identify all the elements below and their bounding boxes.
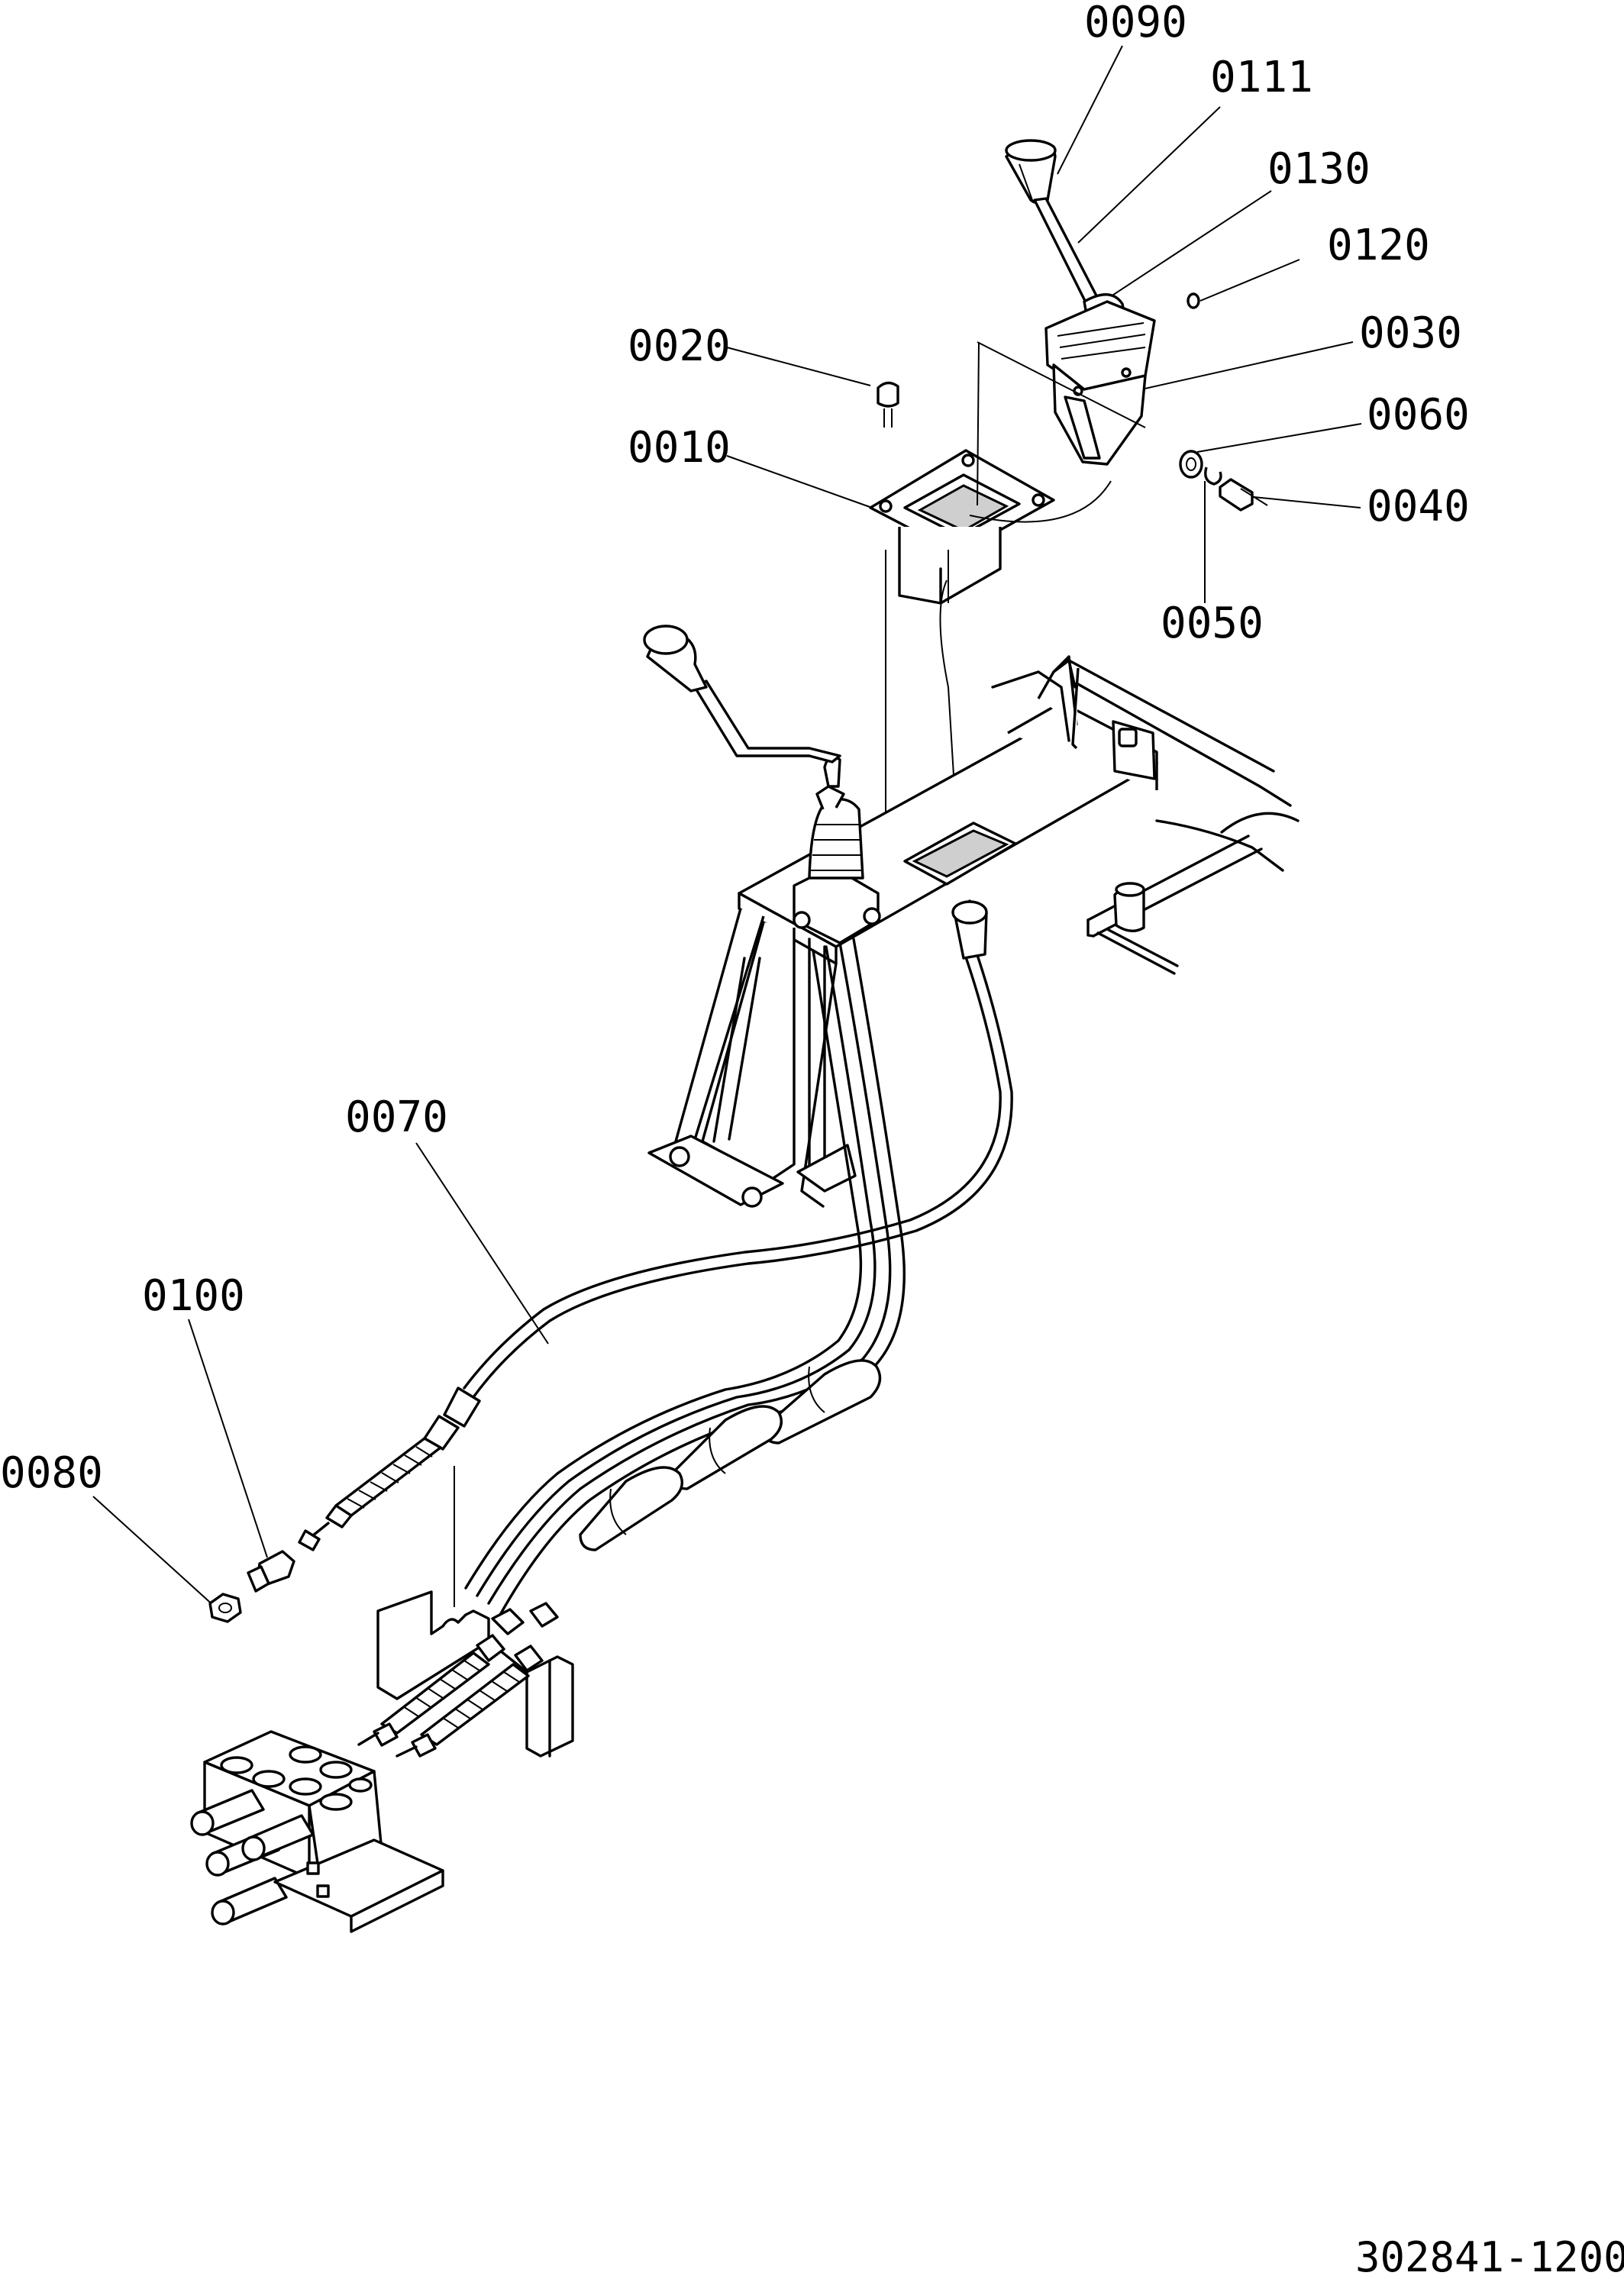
part-label-0030: 0030: [1359, 308, 1462, 358]
callout-0090: 0090: [1057, 0, 1187, 175]
cable-0070: [472, 949, 1013, 1399]
main-stand: [643, 625, 1300, 1208]
lever-rod: [1033, 197, 1101, 308]
callout-0070: 0070: [345, 1093, 549, 1344]
washer: [1179, 450, 1203, 479]
part-label-0100: 0100: [142, 1271, 245, 1321]
part-label-0130: 0130: [1267, 144, 1371, 194]
control-valve-block: [190, 1590, 574, 1933]
plug: [1187, 292, 1200, 309]
bellows-left: [380, 1651, 490, 1735]
callout-0060: 0060: [1196, 390, 1470, 453]
part-label-0040: 0040: [1367, 482, 1470, 531]
callout-0130: 0130: [1099, 144, 1371, 305]
spring-washer: [1204, 466, 1222, 486]
screw: [877, 381, 899, 408]
part-label-0060: 0060: [1367, 390, 1470, 440]
drawing-number: 302841-12000: [1355, 2233, 1624, 2279]
callout-0100: 0100: [142, 1271, 268, 1558]
part-label-0070: 0070: [345, 1093, 448, 1142]
part-label-0120: 0120: [1327, 221, 1430, 270]
exploded-lever-assembly: [869, 139, 1268, 851]
callout-0050: 0050: [1161, 481, 1264, 648]
callout-0020: 0020: [628, 321, 871, 386]
bellows-right: [420, 1663, 530, 1746]
bellows-0070: [334, 1437, 442, 1517]
callout-0111: 0111: [1077, 53, 1313, 244]
part-label-0010: 0010: [628, 423, 731, 473]
callout-0040: 0040: [1245, 482, 1470, 531]
callout-0080: 0080: [0, 1448, 216, 1608]
nut-0080: [208, 1593, 242, 1623]
part-label-0020: 0020: [628, 321, 731, 371]
part-label-0111: 0111: [1210, 53, 1313, 102]
part-label-0090: 0090: [1084, 0, 1187, 47]
callout-0120: 0120: [1199, 221, 1430, 302]
control-cables: [208, 899, 1013, 1623]
bolt: [1219, 478, 1254, 512]
callout-0030: 0030: [1141, 308, 1462, 390]
callout-0010: 0010: [628, 423, 873, 508]
part-label-0080: 0080: [0, 1448, 103, 1498]
part-label-0050: 0050: [1161, 599, 1264, 648]
